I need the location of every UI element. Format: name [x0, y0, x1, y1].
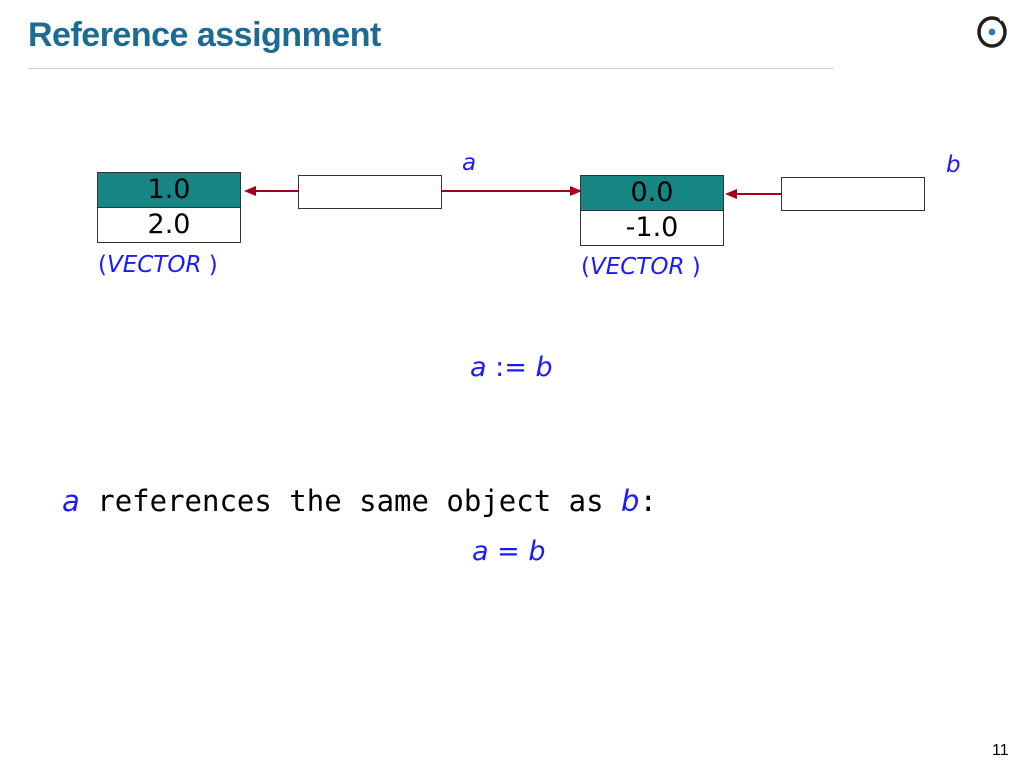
equality-operator: = [497, 536, 520, 567]
assignment-rhs: b [535, 352, 553, 383]
assignment-lhs: a [470, 352, 487, 383]
sentence-colon: : [639, 484, 657, 518]
reference-field-b [781, 177, 925, 211]
sentence-object: b [621, 484, 640, 518]
sentence-text: references the same object as [79, 484, 622, 518]
right-vector-object: 0.0 -1.0 [580, 175, 724, 246]
left-vector-field-1: 1.0 [98, 173, 240, 208]
title-divider [28, 68, 834, 69]
assignment-operator: := [495, 352, 527, 383]
right-vector-type-label: VECTOR [589, 254, 685, 280]
equality-rhs: b [528, 536, 546, 567]
left-vector-field-2: 2.0 [98, 208, 240, 242]
left-vector-type-label: VECTOR [106, 252, 202, 278]
explanation-sentence: a references the same object as b: [62, 484, 657, 518]
right-vector-field-1: 0.0 [581, 176, 723, 211]
left-vector-object: 1.0 2.0 [97, 172, 241, 243]
old-reference-field [298, 175, 442, 209]
slide-title: Reference assignment [28, 16, 381, 54]
reference-label-b: b [946, 152, 961, 178]
equality-expression: a = b [472, 536, 546, 567]
reference-label-a: a [462, 150, 477, 176]
page-number: 11 [992, 742, 1009, 759]
sentence-subject: a [62, 484, 80, 518]
equality-lhs: a [472, 536, 489, 567]
right-vector-type: (VECTOR ) [581, 254, 701, 280]
eiffel-logo-icon [977, 15, 1007, 48]
right-vector-field-2: -1.0 [581, 211, 723, 245]
assignment-instruction: a := b [470, 352, 553, 383]
left-vector-type: (VECTOR ) [98, 252, 218, 278]
